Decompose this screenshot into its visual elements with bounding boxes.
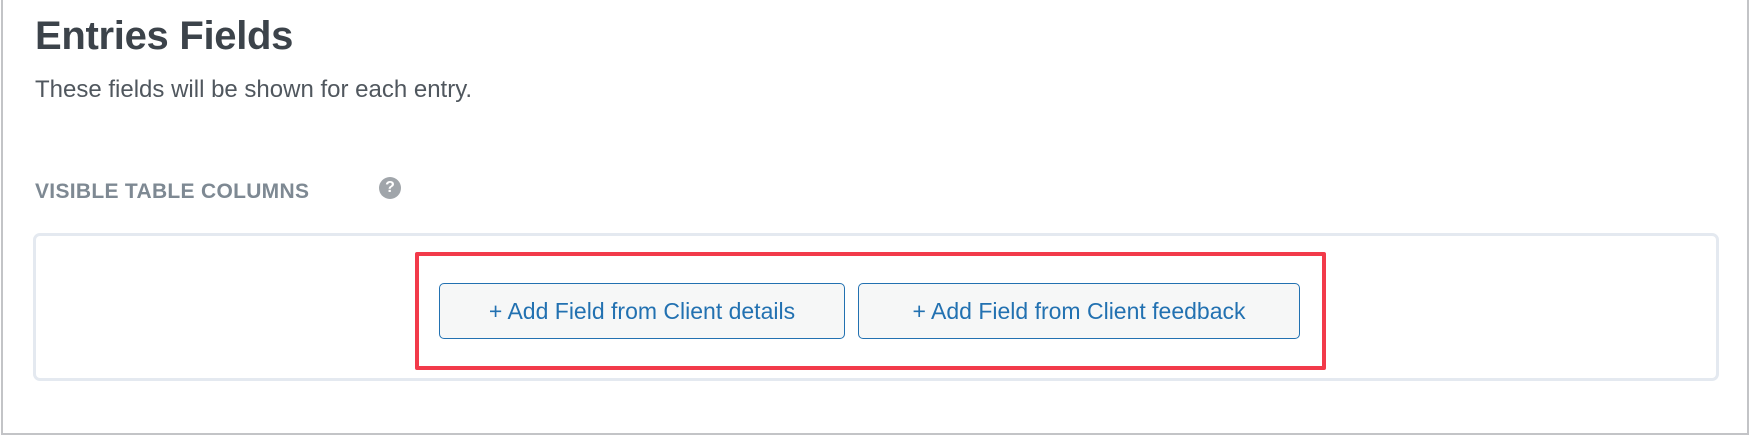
- highlight-annotation: [415, 252, 1326, 370]
- visible-columns-dropzone: [33, 233, 1719, 381]
- add-field-client-feedback-button[interactable]: + Add Field from Client feedback: [858, 283, 1300, 339]
- visible-table-columns-label: VISIBLE TABLE COLUMNS: [35, 180, 310, 203]
- add-field-client-details-button[interactable]: + Add Field from Client details: [439, 283, 845, 339]
- page-title: Entries Fields: [35, 14, 294, 58]
- question-circle-icon[interactable]: ?: [379, 177, 401, 199]
- page-description: These fields will be shown for each entr…: [35, 76, 473, 103]
